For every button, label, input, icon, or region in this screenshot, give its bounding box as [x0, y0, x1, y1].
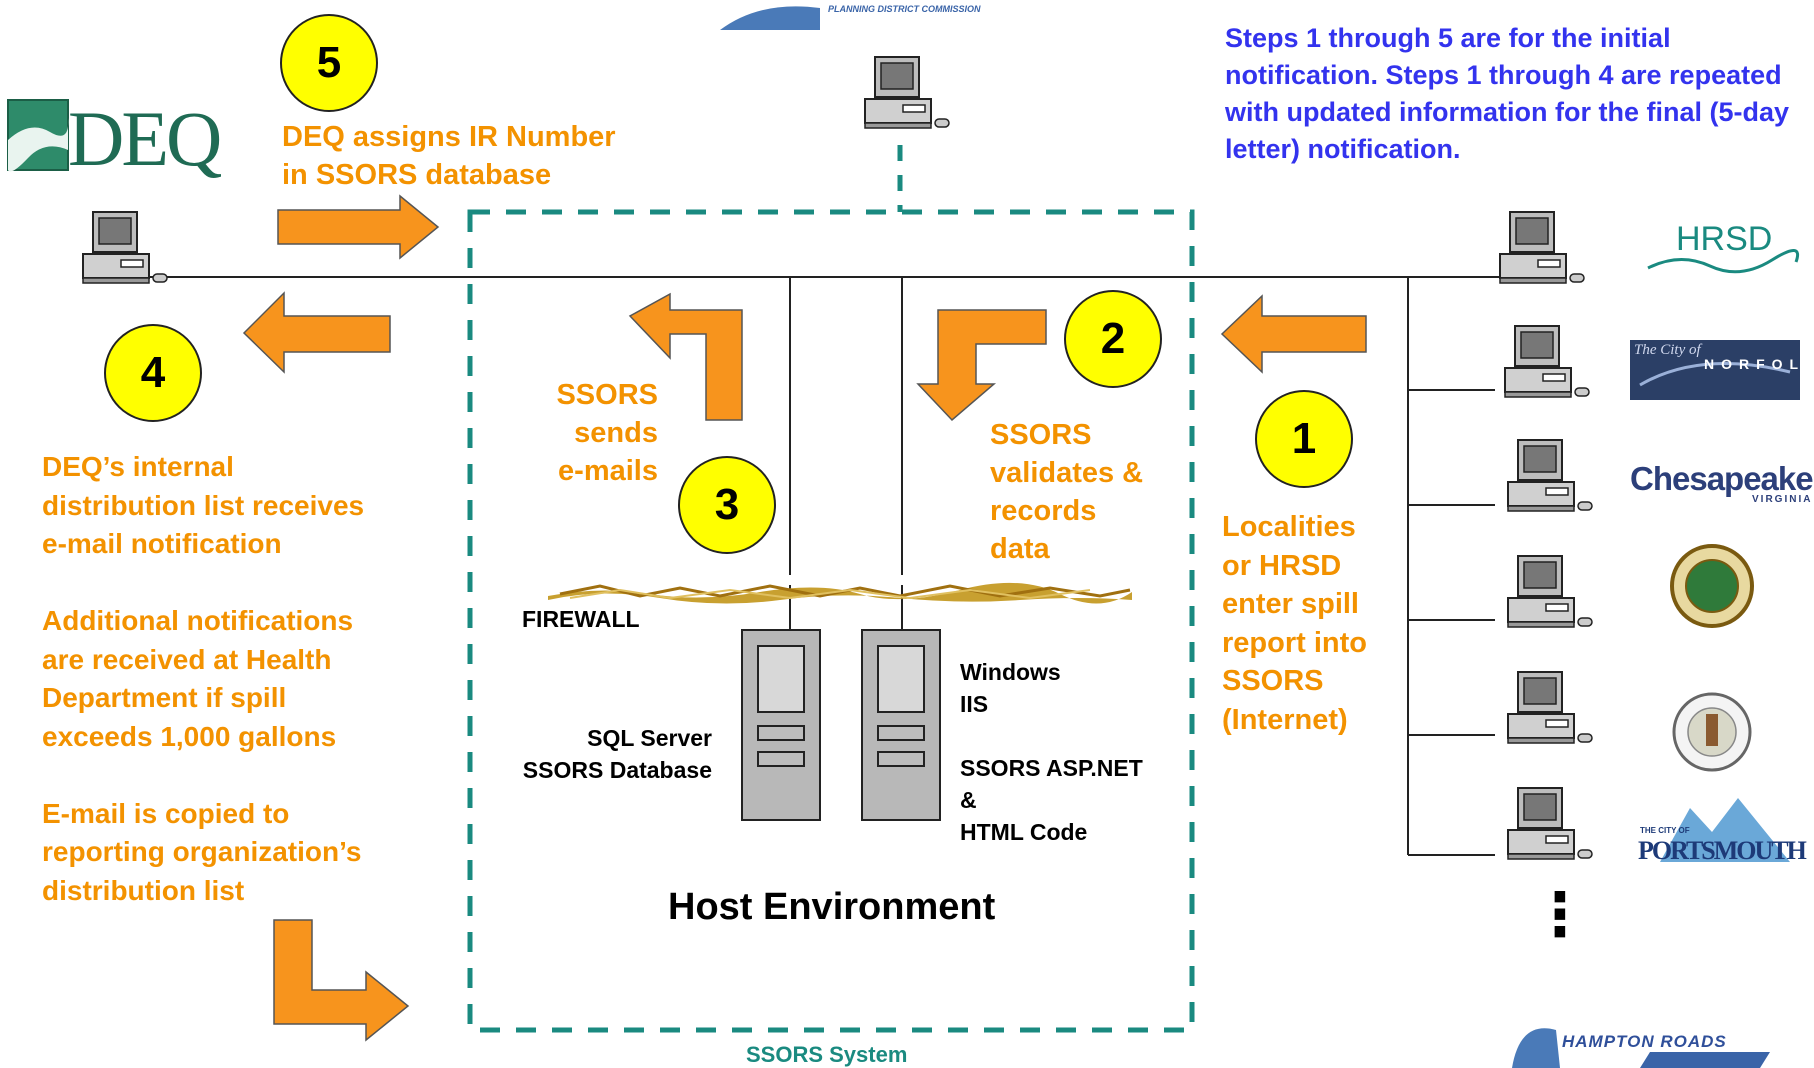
- step3-text: SSORS sends e-mails: [556, 379, 658, 487]
- norfolk-logo-icon: [1630, 340, 1800, 400]
- norfolk-logo-text: NORFOLK: [1704, 356, 1814, 372]
- step5-arrow: [277, 194, 440, 260]
- step4-badge: 4: [104, 324, 202, 422]
- firewall-label: FIREWALL: [522, 606, 640, 632]
- db-server-label: SQL Server SSORS Database: [522, 725, 712, 783]
- step2-text: SSORS validates & records data: [990, 419, 1144, 565]
- top-pc-icon: [864, 56, 950, 129]
- locality-pc-4-icon: [1507, 555, 1593, 628]
- more-localities-ellipsis: ⋮: [1530, 881, 1590, 948]
- db-server-icon: [741, 629, 821, 821]
- bottom-hrpdc-logo-icon: [1512, 1028, 1770, 1068]
- norfolk-logo-script: The City of: [1634, 342, 1701, 358]
- deq-pc-icon: [82, 211, 168, 284]
- network-lines: [150, 276, 1510, 856]
- step4-text: DEQ’s internal distribution list receive…: [42, 451, 365, 906]
- seal-logo-2-icon: [1672, 692, 1752, 772]
- step3-arrow: [628, 292, 743, 421]
- bottom-logo-text: HAMPTON ROADS: [1562, 1032, 1727, 1051]
- step1-badge: 1: [1255, 390, 1353, 488]
- bottom-arrow: [273, 919, 410, 1042]
- step1-text: Localities or HRSD enter spill report in…: [1222, 511, 1367, 736]
- ssors-system-label: SSORS System: [746, 1042, 908, 1067]
- portsmouth-logo-text: PORTSMOUTH: [1638, 836, 1807, 865]
- locality-pc-6-icon: [1507, 787, 1593, 860]
- seal-logo-1-icon: [1670, 544, 1754, 628]
- step2-arrow: [916, 309, 1047, 422]
- top-hrpdc-logo-icon: [720, 0, 1030, 30]
- step5-badge: 5: [280, 14, 378, 112]
- portsmouth-logo-small: THE CITY OF: [1640, 826, 1690, 835]
- hrsd-logo-text: HRSD: [1676, 220, 1773, 258]
- web-server-icon: [861, 629, 941, 821]
- host-environment-title: Host Environment: [668, 886, 996, 928]
- deq-logo-text: DEQ: [68, 95, 222, 182]
- web-server-label: Windows IIS SSORS ASP.NET & HTML Code: [960, 659, 1143, 845]
- chesapeake-logo-sub: VIRGINIA: [1752, 494, 1813, 505]
- hrsd-wave-icon: [1647, 249, 1799, 274]
- step2-badge: 2: [1064, 290, 1162, 388]
- host-boundary: [467, 209, 1195, 1033]
- chesapeake-logo-text: Chesapeake: [1630, 460, 1814, 497]
- step1-arrow: [1220, 294, 1367, 374]
- notice-text: Steps 1 through 5 are for the initial no…: [1225, 23, 1789, 164]
- locality-pc-2-icon: [1504, 325, 1590, 398]
- locality-pc-5-icon: [1507, 671, 1593, 744]
- top-logo-text: PLANNING DISTRICT COMMISSION: [828, 4, 981, 14]
- locality-pc-1-icon: [1499, 211, 1585, 284]
- firewall: [548, 582, 1132, 604]
- deq-logo-icon: [7, 99, 69, 172]
- portsmouth-logo-icon: [1660, 798, 1790, 862]
- locality-pc-3-icon: [1507, 439, 1593, 512]
- step3-badge: 3: [678, 456, 776, 554]
- step4-arrow: [242, 291, 391, 374]
- step5-text: DEQ assigns IR Number in SSORS database: [282, 121, 616, 191]
